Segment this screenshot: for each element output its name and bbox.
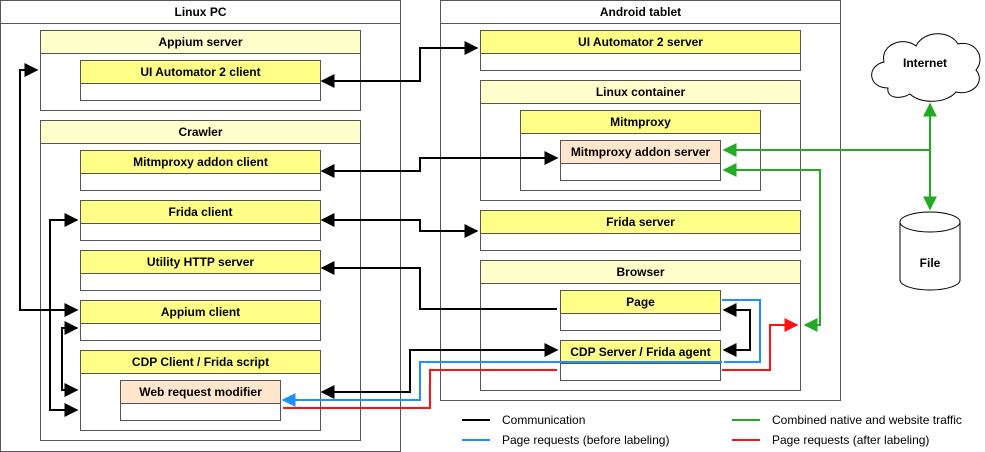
title-web-request-modifier: Web request modifier <box>121 381 280 404</box>
box-cdp-server: CDP Server / Frida agent <box>560 340 721 381</box>
legend-page-requests-before: Page requests (before labeling) <box>502 433 670 447</box>
legend-communication: Communication <box>502 413 586 427</box>
legend-line-page-requests-before <box>462 439 490 441</box>
title-appium-server: Appium server <box>41 31 360 54</box>
edge-appium-client-cdp <box>61 321 79 397</box>
internet-label: Internet <box>902 56 947 70</box>
group-title-linux-pc: Linux PC <box>1 1 400 24</box>
title-cdp-server: CDP Server / Frida agent <box>561 341 720 364</box>
edge-cdp-client-server <box>320 343 559 399</box>
edge-mitm-browser <box>722 163 821 332</box>
edge-utility-http-page <box>320 261 557 310</box>
title-mitmproxy-addon-client: Mitmproxy addon client <box>81 151 320 174</box>
file-label: File <box>919 256 941 270</box>
edge-appium-server-client <box>19 63 46 311</box>
title-frida-client: Frida client <box>81 201 320 224</box>
legend-line-communication <box>462 419 490 421</box>
title-browser: Browser <box>481 261 800 284</box>
box-ui-automator-client: UI Automator 2 client <box>80 60 321 101</box>
title-ui-automator-client: UI Automator 2 client <box>81 61 320 84</box>
edge-frida-client-script <box>49 213 79 417</box>
edge-page-requests-after <box>283 325 797 409</box>
box-mitmproxy-addon-client: Mitmproxy addon client <box>80 150 321 191</box>
title-cdp-client: CDP Client / Frida script <box>81 351 320 374</box>
group-title-android-tablet: Android tablet <box>441 1 840 24</box>
title-mitmproxy-addon-server: Mitmproxy addon server <box>561 141 720 164</box>
edge-page-requests-before <box>283 299 761 400</box>
legend-line-page-requests-after <box>732 439 760 441</box>
legend-combined-traffic: Combined native and website traffic <box>772 413 962 427</box>
edge-page-cdp-server <box>722 303 751 357</box>
title-page: Page <box>561 291 720 314</box>
title-appium-client: Appium client <box>81 301 320 324</box>
legend-line-combined-traffic <box>732 419 760 421</box>
title-mitmproxy: Mitmproxy <box>521 111 760 134</box>
edge-internet-mitm <box>722 102 937 157</box>
box-mitmproxy-addon-server: Mitmproxy addon server <box>560 140 721 181</box>
internet-cloud-shape <box>871 33 981 102</box>
edge-mitm-client-server <box>320 151 559 178</box>
file-cylinder-shape <box>899 211 961 291</box>
box-page: Page <box>560 290 721 331</box>
box-appium-client: Appium client <box>80 300 321 341</box>
title-frida-server: Frida server <box>481 211 800 234</box>
box-frida-client: Frida client <box>80 200 321 241</box>
edge-uia-client-server <box>320 41 479 88</box>
box-ui-automator-server: UI Automator 2 server <box>480 30 801 71</box>
edge-frida-client-server <box>320 213 479 238</box>
box-utility-http-server: Utility HTTP server <box>80 250 321 291</box>
title-utility-http-server: Utility HTTP server <box>81 251 320 274</box>
title-crawler: Crawler <box>41 121 360 144</box>
title-linux-container: Linux container <box>481 81 800 104</box>
title-ui-automator-server: UI Automator 2 server <box>481 31 800 54</box>
legend-page-requests-after: Page requests (after labeling) <box>772 433 930 447</box>
